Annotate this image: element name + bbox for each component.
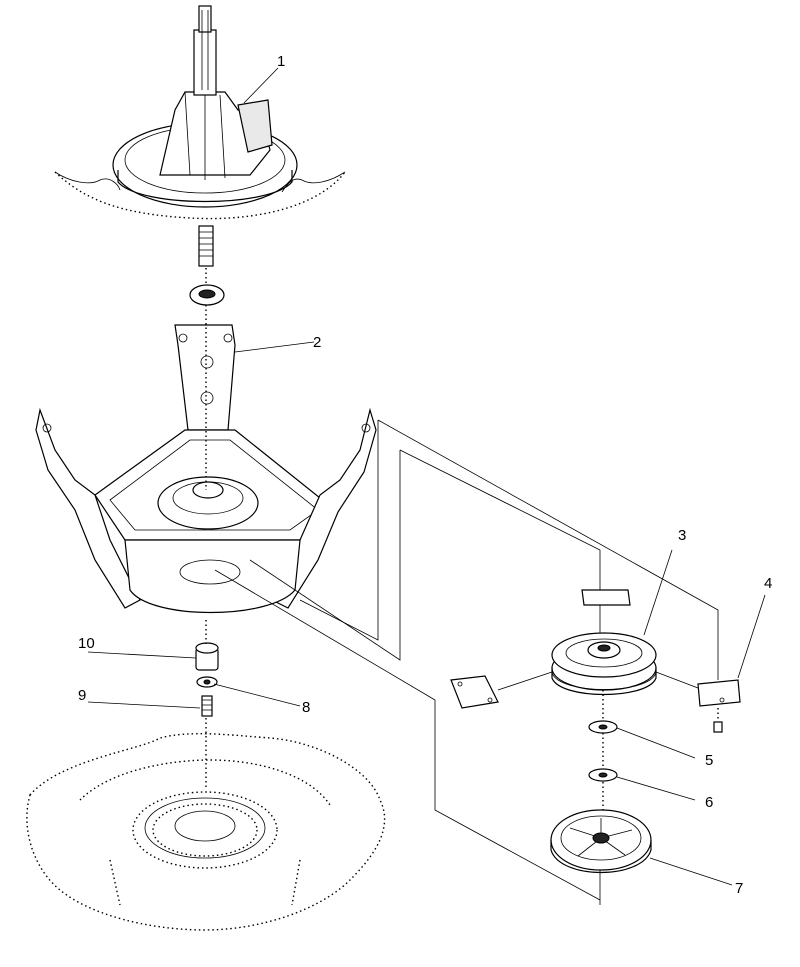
callout-5: 5 — [705, 752, 713, 769]
callout-labels: 1 2 3 4 5 6 7 8 9 10 — [78, 53, 772, 897]
bearing-ring — [189, 284, 225, 306]
tub-base — [26, 733, 386, 931]
pad-plates — [450, 589, 766, 733]
callout-7: 7 — [735, 880, 743, 897]
callout-4: 4 — [764, 575, 772, 592]
belt-routing-lines — [214, 419, 719, 905]
callout-6: 6 — [705, 794, 713, 811]
mounting-bracket — [35, 324, 377, 614]
washers — [588, 690, 696, 810]
driven-pulley — [550, 809, 733, 886]
callout-1: 1 — [277, 53, 285, 70]
bushing-washer-bolt — [87, 642, 301, 717]
callout-2: 2 — [313, 334, 321, 351]
callout-8: 8 — [302, 699, 310, 716]
callout-3: 3 — [678, 527, 686, 544]
callout-10: 10 — [78, 635, 95, 652]
drive-pulley — [551, 549, 673, 696]
transmission-assembly — [54, 5, 346, 267]
callout-9: 9 — [78, 687, 86, 704]
